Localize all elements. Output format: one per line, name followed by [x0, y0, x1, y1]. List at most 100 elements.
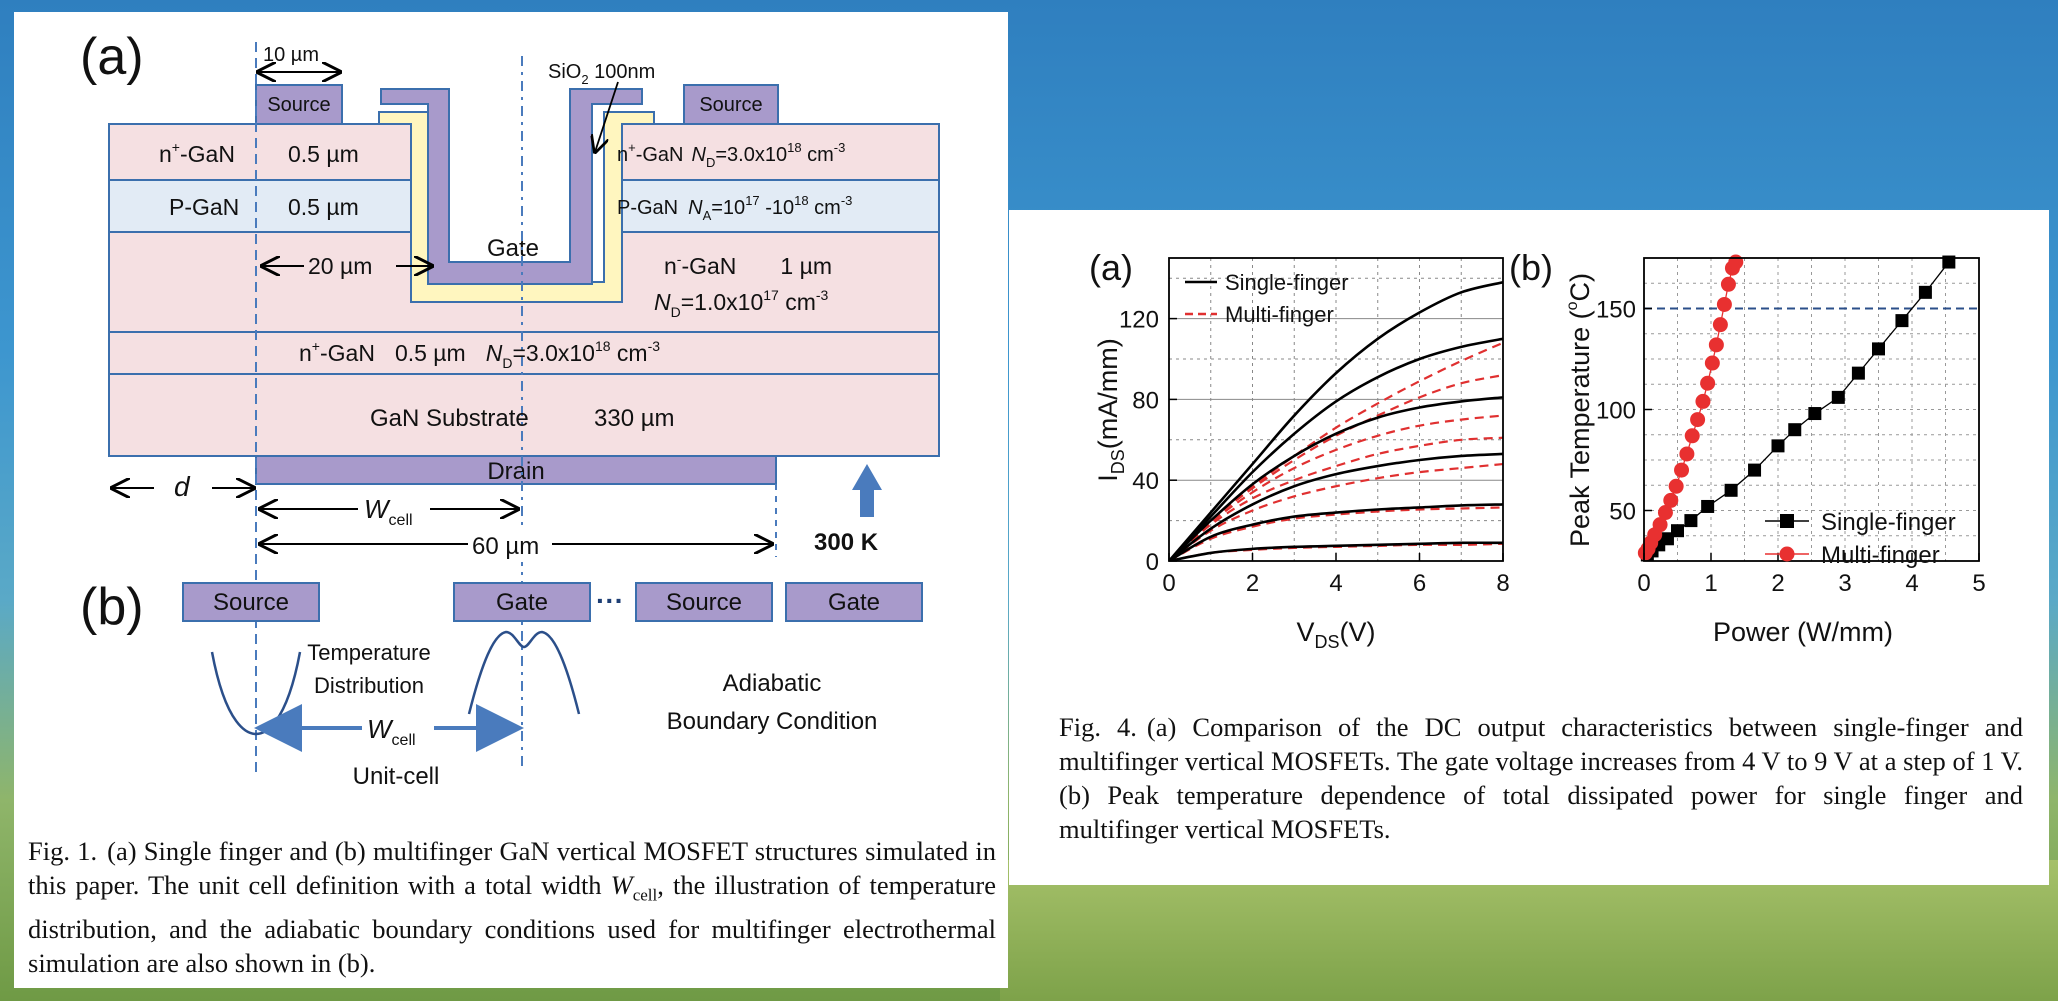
- single-finger-point: [1660, 532, 1674, 546]
- temperature-distribution-label-1: Temperature: [307, 640, 431, 665]
- chart-a-y-axis-label: IDS(mA/mm): [1093, 338, 1128, 482]
- figure-1-caption-label: Fig. 1.: [28, 836, 98, 866]
- b-ellipsis: ···: [596, 585, 624, 616]
- gate-label: Gate: [487, 235, 539, 262]
- nplus-left-label: n+-GaN: [159, 139, 235, 167]
- figure-4-caption: Fig. 4.(a) Comparison of the DC output c…: [1059, 710, 2023, 846]
- chart-b-panel-label: (b): [1509, 247, 1553, 288]
- tick-label-a-x: 2: [1246, 570, 1259, 597]
- multi-finger-point: [1663, 492, 1679, 508]
- multi-finger-point: [1716, 296, 1732, 312]
- gan-substrate-layer: [108, 373, 940, 457]
- single-finger-point: [1671, 524, 1684, 538]
- single-finger-curve-2: [1169, 452, 1503, 561]
- tick-label-b-x: 0: [1637, 570, 1650, 597]
- single-finger-curve-0: [1169, 541, 1503, 561]
- b-gate-contact-1: [453, 582, 591, 622]
- b-source-contact-2: [635, 582, 773, 622]
- nminus-doping: ND=1.0x1017 cm-3: [654, 287, 829, 320]
- multi-finger-point: [1708, 337, 1724, 353]
- figure-1-caption-text-1: (a) Single finger and (b) multifinger Ga…: [28, 836, 997, 900]
- tick-label-b-x: 1: [1704, 570, 1717, 597]
- multi-finger-point: [1695, 393, 1711, 409]
- scale-10um-label: 10 µm: [263, 44, 319, 66]
- chart-b-y-axis-label: Peak Temperature (oC): [1564, 273, 1595, 547]
- b-gate-contact-2: [785, 582, 923, 622]
- temperature-distribution-curve-gate: [467, 630, 581, 715]
- legend-a-single-label: Single-finger: [1225, 270, 1349, 295]
- b-gate-label-2: Gate: [828, 589, 880, 616]
- figure-4-caption-text: (a) Comparison of the DC output characte…: [1059, 712, 2023, 844]
- multi-finger-curve-6: [1169, 341, 1503, 561]
- figure-1-panel: (a) Gate Source Source Drain 10 µm SiO2 …: [14, 12, 1008, 988]
- single-finger-point: [1724, 483, 1738, 497]
- temperature-300k-label: 300 K: [814, 529, 879, 556]
- multi-finger-point: [1700, 375, 1716, 391]
- sio2-pointer-arrow: [595, 81, 619, 152]
- figure-1-caption-text-2: , the illustration of temperature distri…: [28, 870, 997, 979]
- single-finger-point: [1771, 439, 1785, 453]
- multi-finger-point: [1720, 276, 1736, 292]
- chart-b-legend: Single-finger Multi-finger: [1765, 509, 1956, 569]
- p-left-thickness: 0.5 µm: [288, 194, 359, 220]
- b-source-contact-1: [182, 582, 320, 622]
- wcell-label-b: Wcell: [367, 714, 416, 749]
- legend-b-multi-label: Multi-finger: [1821, 542, 1940, 569]
- drift-width-label-bg: [304, 248, 396, 280]
- figure-1-diagram: (a) Gate Source Source Drain 10 µm SiO2 …: [80, 28, 940, 790]
- tick-label-b-x: 4: [1905, 570, 1918, 597]
- single-finger-point: [1831, 390, 1845, 404]
- chart-b-marks: [1637, 254, 1956, 562]
- single-finger-point: [1918, 285, 1932, 299]
- single-finger-curve-4: [1169, 337, 1503, 561]
- adiabatic-label-2: Boundary Condition: [667, 708, 878, 735]
- b-source-label-2: Source: [666, 589, 742, 616]
- multi-finger-curve-2: [1169, 462, 1503, 561]
- multi-finger-point: [1684, 428, 1700, 444]
- multi-finger-point: [1652, 517, 1668, 533]
- p-gan-right-layer: [603, 179, 940, 233]
- wcell-label-bg-b: [362, 709, 434, 747]
- nplus-gan-left-layer: [108, 123, 430, 181]
- chart-b-x-axis-label: Power (W/mm): [1713, 617, 1893, 647]
- multi-finger-point: [1679, 446, 1695, 462]
- multi-finger-curve-5: [1169, 374, 1503, 561]
- tick-label-a-y: 120: [1119, 307, 1159, 334]
- sio2-label: SiO2 100nm: [548, 61, 655, 87]
- tick-label-a-y: 40: [1132, 468, 1159, 495]
- drain-contact: [255, 455, 777, 485]
- substrate-thickness: 330 µm: [594, 405, 675, 432]
- tick-label-a-x: 8: [1496, 570, 1509, 597]
- multi-finger-point: [1704, 355, 1720, 371]
- tick-label-b-y: 100: [1596, 398, 1636, 425]
- tick-label-b-x: 3: [1838, 570, 1851, 597]
- single-finger-curve-1: [1169, 503, 1503, 561]
- single-finger-point: [1895, 314, 1909, 328]
- legend-a-multi-label: Multi-finger: [1225, 302, 1334, 327]
- legend-b-multi-marker: [1779, 546, 1795, 562]
- multi-finger-curve-4: [1169, 414, 1503, 561]
- tick-label-b-y: 50: [1609, 499, 1636, 526]
- multi-finger-point: [1674, 462, 1690, 478]
- multi-finger-point: [1728, 254, 1744, 270]
- heat-sink-arrow-up: [852, 464, 882, 517]
- figure-1-caption-w-sub: cell: [632, 885, 658, 905]
- drain-label: Drain: [487, 458, 544, 485]
- multi-finger-point: [1668, 478, 1684, 494]
- drift-width-label: 20 µm: [308, 253, 372, 279]
- multi-finger-point: [1712, 317, 1728, 333]
- chart-a-curves: [1169, 280, 1503, 561]
- source-contact-right: [683, 84, 779, 125]
- figure-1-caption-w: W: [610, 870, 633, 900]
- legend-b-single-marker: [1780, 514, 1794, 528]
- single-finger-point: [1748, 463, 1762, 477]
- single-finger-point: [1872, 342, 1885, 356]
- gate-electrode: [380, 88, 643, 285]
- source-contact-left: [255, 84, 343, 125]
- legend-b-single-label: Single-finger: [1821, 509, 1956, 536]
